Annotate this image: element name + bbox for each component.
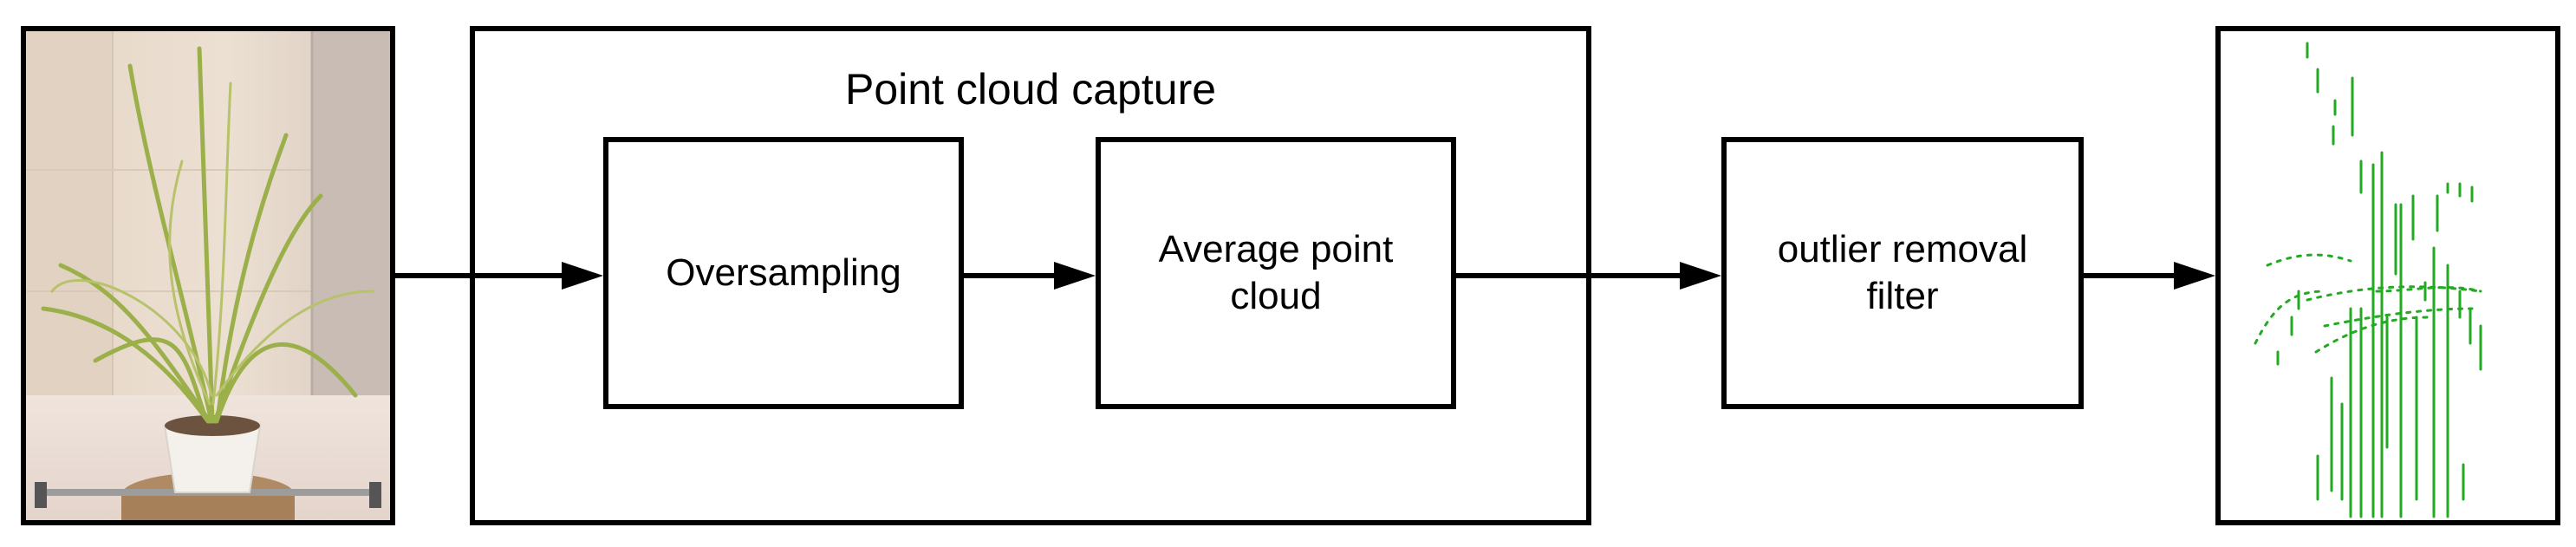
plant-photo-image — [26, 31, 390, 520]
arrow-average-to-filter — [1456, 262, 1721, 290]
point-cloud-image — [2254, 42, 2482, 518]
arrow-photo-to-oversampling — [395, 262, 603, 290]
arrow-oversampling-to-average — [964, 262, 1096, 290]
outlier-removal-filter-label: outlier removal filter — [1777, 228, 2028, 317]
oversampling-box: Oversampling — [603, 137, 964, 409]
capture-title: Point cloud capture — [844, 65, 1217, 114]
output-point-cloud — [2215, 26, 2560, 525]
outlier-removal-filter-box: outlier removal filter — [1721, 137, 2084, 409]
arrow-filter-to-output — [2084, 262, 2215, 290]
oversampling-label: Oversampling — [666, 251, 901, 294]
average-point-cloud-label: Average point cloud — [1158, 228, 1394, 317]
average-point-cloud-box: Average point cloud — [1096, 137, 1456, 409]
input-plant-photo — [21, 26, 395, 525]
